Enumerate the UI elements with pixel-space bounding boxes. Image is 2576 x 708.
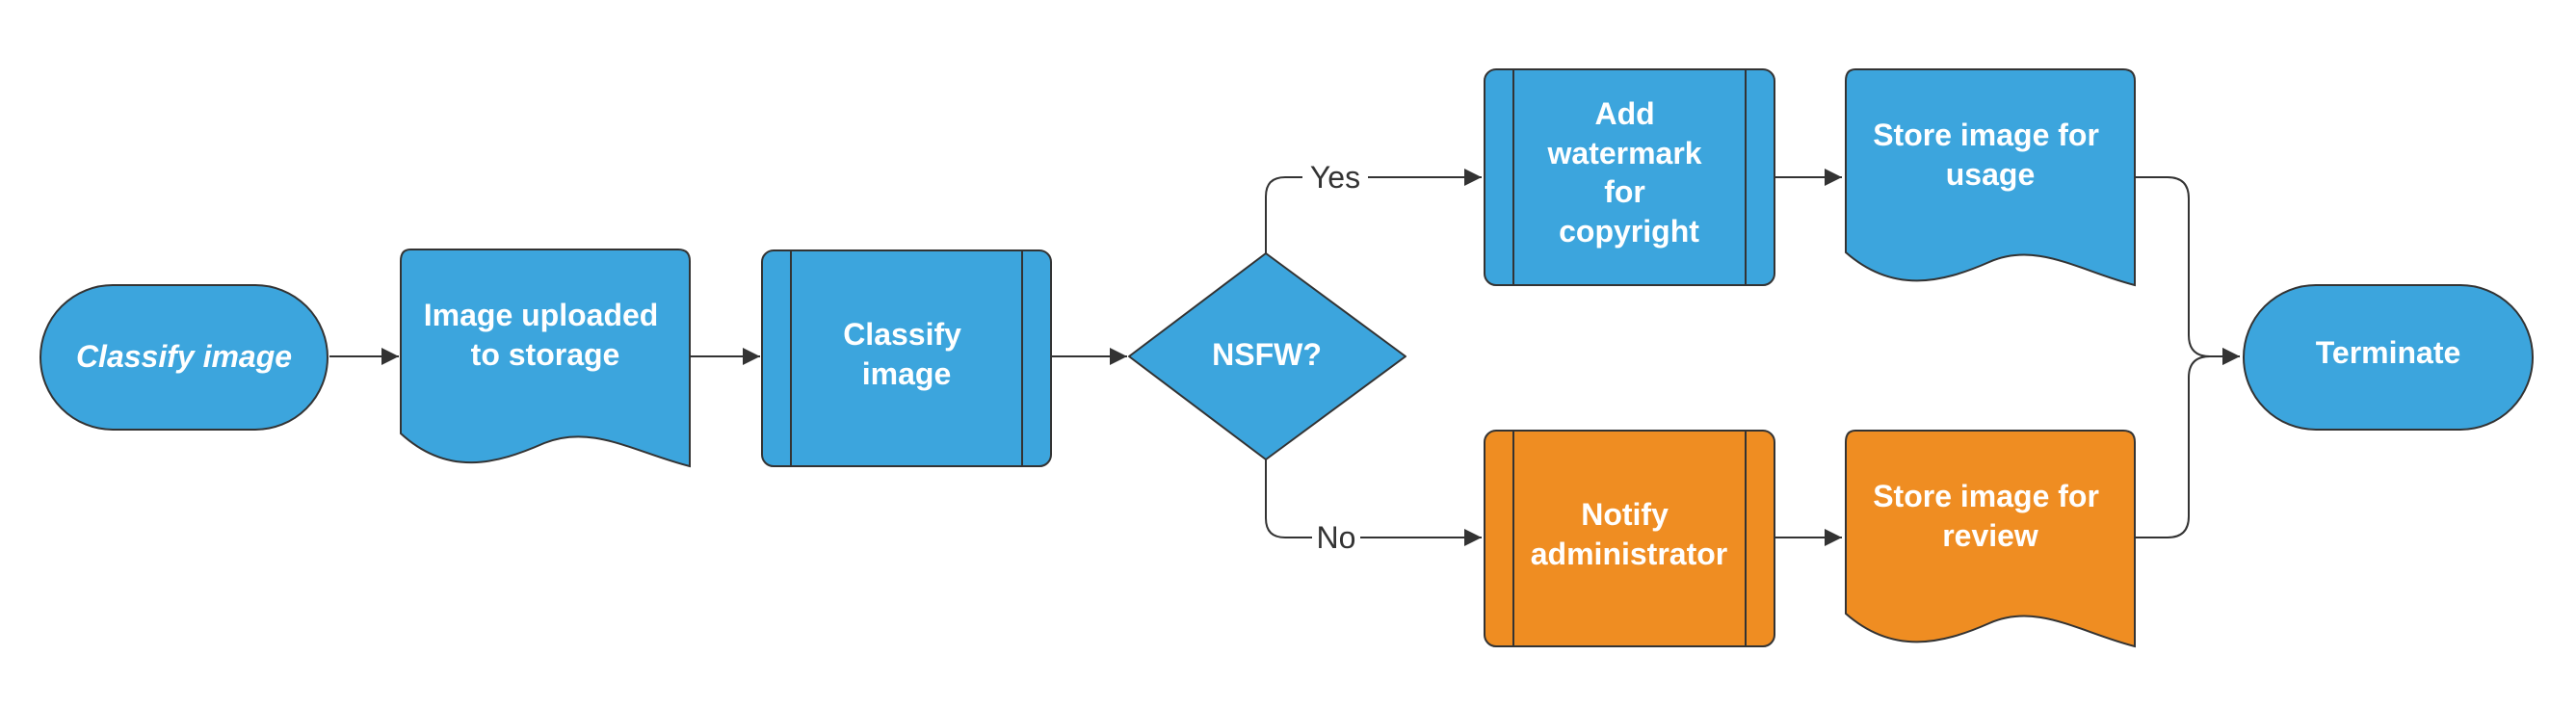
- node-label-line: usage: [1946, 157, 2035, 192]
- node-label: Notify administrator: [1531, 486, 1727, 571]
- document-shape: [400, 249, 691, 468]
- node-terminate[interactable]: Terminate: [2243, 284, 2534, 431]
- node-label: Classify image: [76, 339, 292, 374]
- decision-shape: [1128, 252, 1406, 460]
- edge-decision-yes: [1265, 169, 1482, 253]
- terminator-shape: [2243, 284, 2534, 431]
- node-store-image-review[interactable]: Store image for review: [1845, 430, 2136, 648]
- edges: Yes No: [329, 158, 2240, 557]
- edge-store-review-to-terminate: [2135, 348, 2240, 538]
- node-label-line: to storage: [471, 337, 620, 372]
- node-label-line: Image uploaded: [424, 298, 659, 332]
- node-label-line: Store image for: [1873, 479, 2099, 513]
- node-label-line: Store image for: [1873, 118, 2099, 152]
- node-add-watermark[interactable]: Add watermark for copyright: [1484, 68, 1775, 286]
- node-nsfw-decision[interactable]: NSFW?: [1128, 252, 1406, 460]
- node-label: Add watermark for copyright: [1547, 86, 1711, 249]
- terminator-shape: [39, 284, 329, 431]
- process-shape: [761, 249, 1052, 467]
- no-label-bg: [1312, 518, 1360, 557]
- node-label-line: copyright: [1559, 214, 1699, 249]
- node-label-line: administrator: [1531, 537, 1727, 571]
- node-label-line: watermark: [1547, 136, 1702, 170]
- node-label-line: Add: [1594, 96, 1654, 131]
- document-shape: [1845, 68, 2136, 287]
- node-label-line: for: [1604, 174, 1645, 209]
- node-store-image-usage[interactable]: Store image for usage: [1845, 68, 2136, 287]
- node-label-line: Notify: [1581, 497, 1669, 532]
- edge-label-no: No: [1317, 520, 1356, 555]
- yes-label-bg: [1302, 158, 1368, 197]
- node-label: NSFW?: [1212, 337, 1322, 372]
- edge-decision-no: [1265, 459, 1482, 546]
- node-notify-administrator[interactable]: Notify administrator: [1484, 430, 1775, 647]
- edge-store-usage-to-terminate: [2135, 176, 2240, 365]
- node-label: Image uploaded to storage: [424, 287, 667, 372]
- node-label: Classify image: [843, 306, 970, 391]
- node-label: Store image for usage: [1873, 107, 2108, 192]
- node-label-line: review: [1942, 518, 2038, 553]
- node-label-line: image: [862, 356, 951, 391]
- node-label: Store image for review: [1873, 468, 2108, 553]
- node-classify-image-process[interactable]: Classify image: [761, 249, 1052, 467]
- document-shape: [1845, 430, 2136, 648]
- node-label-line: Terminate: [2316, 335, 2461, 370]
- process-shape: [1484, 430, 1775, 647]
- node-classify-image-start[interactable]: Classify image: [39, 284, 329, 431]
- node-label-line: NSFW?: [1212, 337, 1322, 372]
- node-label: Terminate: [2316, 335, 2461, 370]
- node-image-uploaded[interactable]: Image uploaded to storage: [400, 249, 691, 468]
- edge-label-yes: Yes: [1310, 160, 1360, 195]
- node-label-line: Classify: [843, 317, 961, 352]
- node-label-line: Classify image: [76, 339, 292, 374]
- process-shape: [1484, 68, 1775, 286]
